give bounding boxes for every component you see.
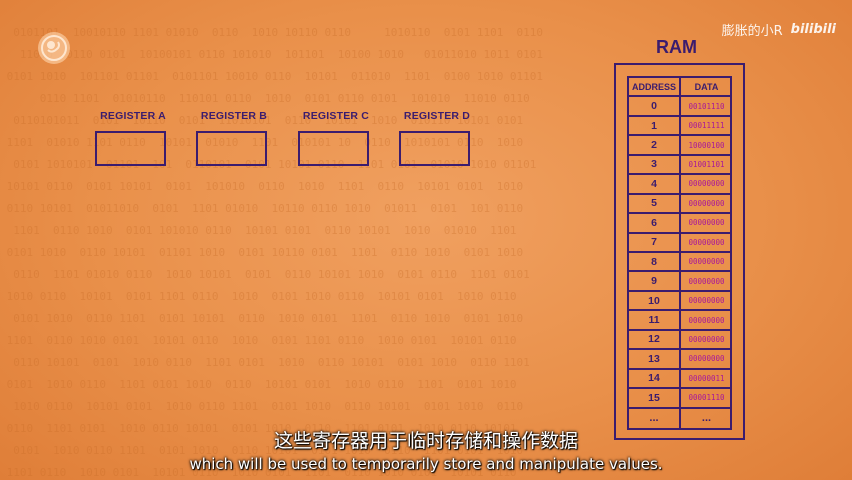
ram-address-cell: 0	[629, 97, 681, 117]
watermark: 膨胀的小R bilibili	[722, 20, 836, 39]
subtitle-english: which will be used to temporarily store …	[189, 455, 663, 473]
register-c-box	[298, 131, 369, 166]
ram-data-cell: 00011111	[681, 117, 732, 137]
register-c-label: REGISTER C	[302, 110, 370, 122]
ram-data-cell: 00000000	[681, 234, 732, 253]
ram-data-cell: 00000000	[681, 331, 732, 351]
ram-address-cell: 13	[629, 350, 681, 370]
ram-data-cell: 00000011	[681, 370, 732, 390]
ram-title: RAM	[656, 37, 697, 57]
ram-data-cell: 00000000	[681, 350, 732, 370]
bilibili-logo: bilibili	[790, 22, 836, 37]
ram-data-cell: 00000000	[681, 253, 732, 273]
ram-address-cell: 7	[629, 233, 681, 253]
ram-address-cell: 6	[629, 214, 681, 234]
ram-data-cell: 00000000	[681, 292, 732, 312]
register-d-label: REGISTER D	[403, 110, 471, 122]
pbs-logo	[38, 32, 70, 64]
ram-data-cell: 00001110	[681, 389, 732, 409]
ram-address-cell: 4	[629, 175, 681, 195]
ram-address-cell: 9	[629, 272, 681, 292]
data-header: DATA	[681, 78, 732, 98]
ram-address-cell: 12	[629, 330, 681, 351]
ram-frame	[614, 63, 745, 440]
register-d-box	[399, 131, 470, 166]
register-b-box	[196, 131, 267, 166]
ram-address-cell: 14	[629, 369, 681, 390]
ram-data-cell: 00000000	[681, 311, 732, 331]
ram-data-cell: 00000000	[681, 272, 732, 292]
ram-address-cell: 3	[629, 155, 681, 176]
register-a-label: REGISTER A	[100, 110, 166, 122]
ram-data-cell: 00000000	[681, 195, 732, 215]
address-header: ADDRESS	[629, 78, 681, 98]
ram-data-cell: 00000000	[681, 175, 732, 195]
ram-data-cell: ...	[701, 412, 712, 425]
ram-address-cell: ...	[629, 408, 681, 428]
ram-data-cell: 00000000	[681, 214, 732, 234]
ram-address-cell: 8	[629, 253, 681, 273]
ram-address-cell: 11	[629, 311, 681, 331]
ram-address-cell: 1	[629, 116, 681, 137]
ram-address-cell: 2	[629, 136, 681, 156]
ram-address-cell: 15	[629, 389, 681, 409]
register-a-box	[95, 131, 166, 166]
ram-data-cell: 01001101	[681, 156, 732, 176]
ram-data-cell: 10000100	[681, 136, 732, 156]
register-b-label: REGISTER B	[200, 110, 268, 122]
subtitle-chinese: 这些寄存器用于临时存储和操作数据	[273, 430, 578, 452]
uploader-name: 膨胀的小R	[721, 24, 783, 39]
ram-address-cell: 5	[629, 194, 681, 215]
ram-data-cell: 00101110	[681, 97, 732, 117]
ram-address-cell: 10	[629, 291, 681, 312]
